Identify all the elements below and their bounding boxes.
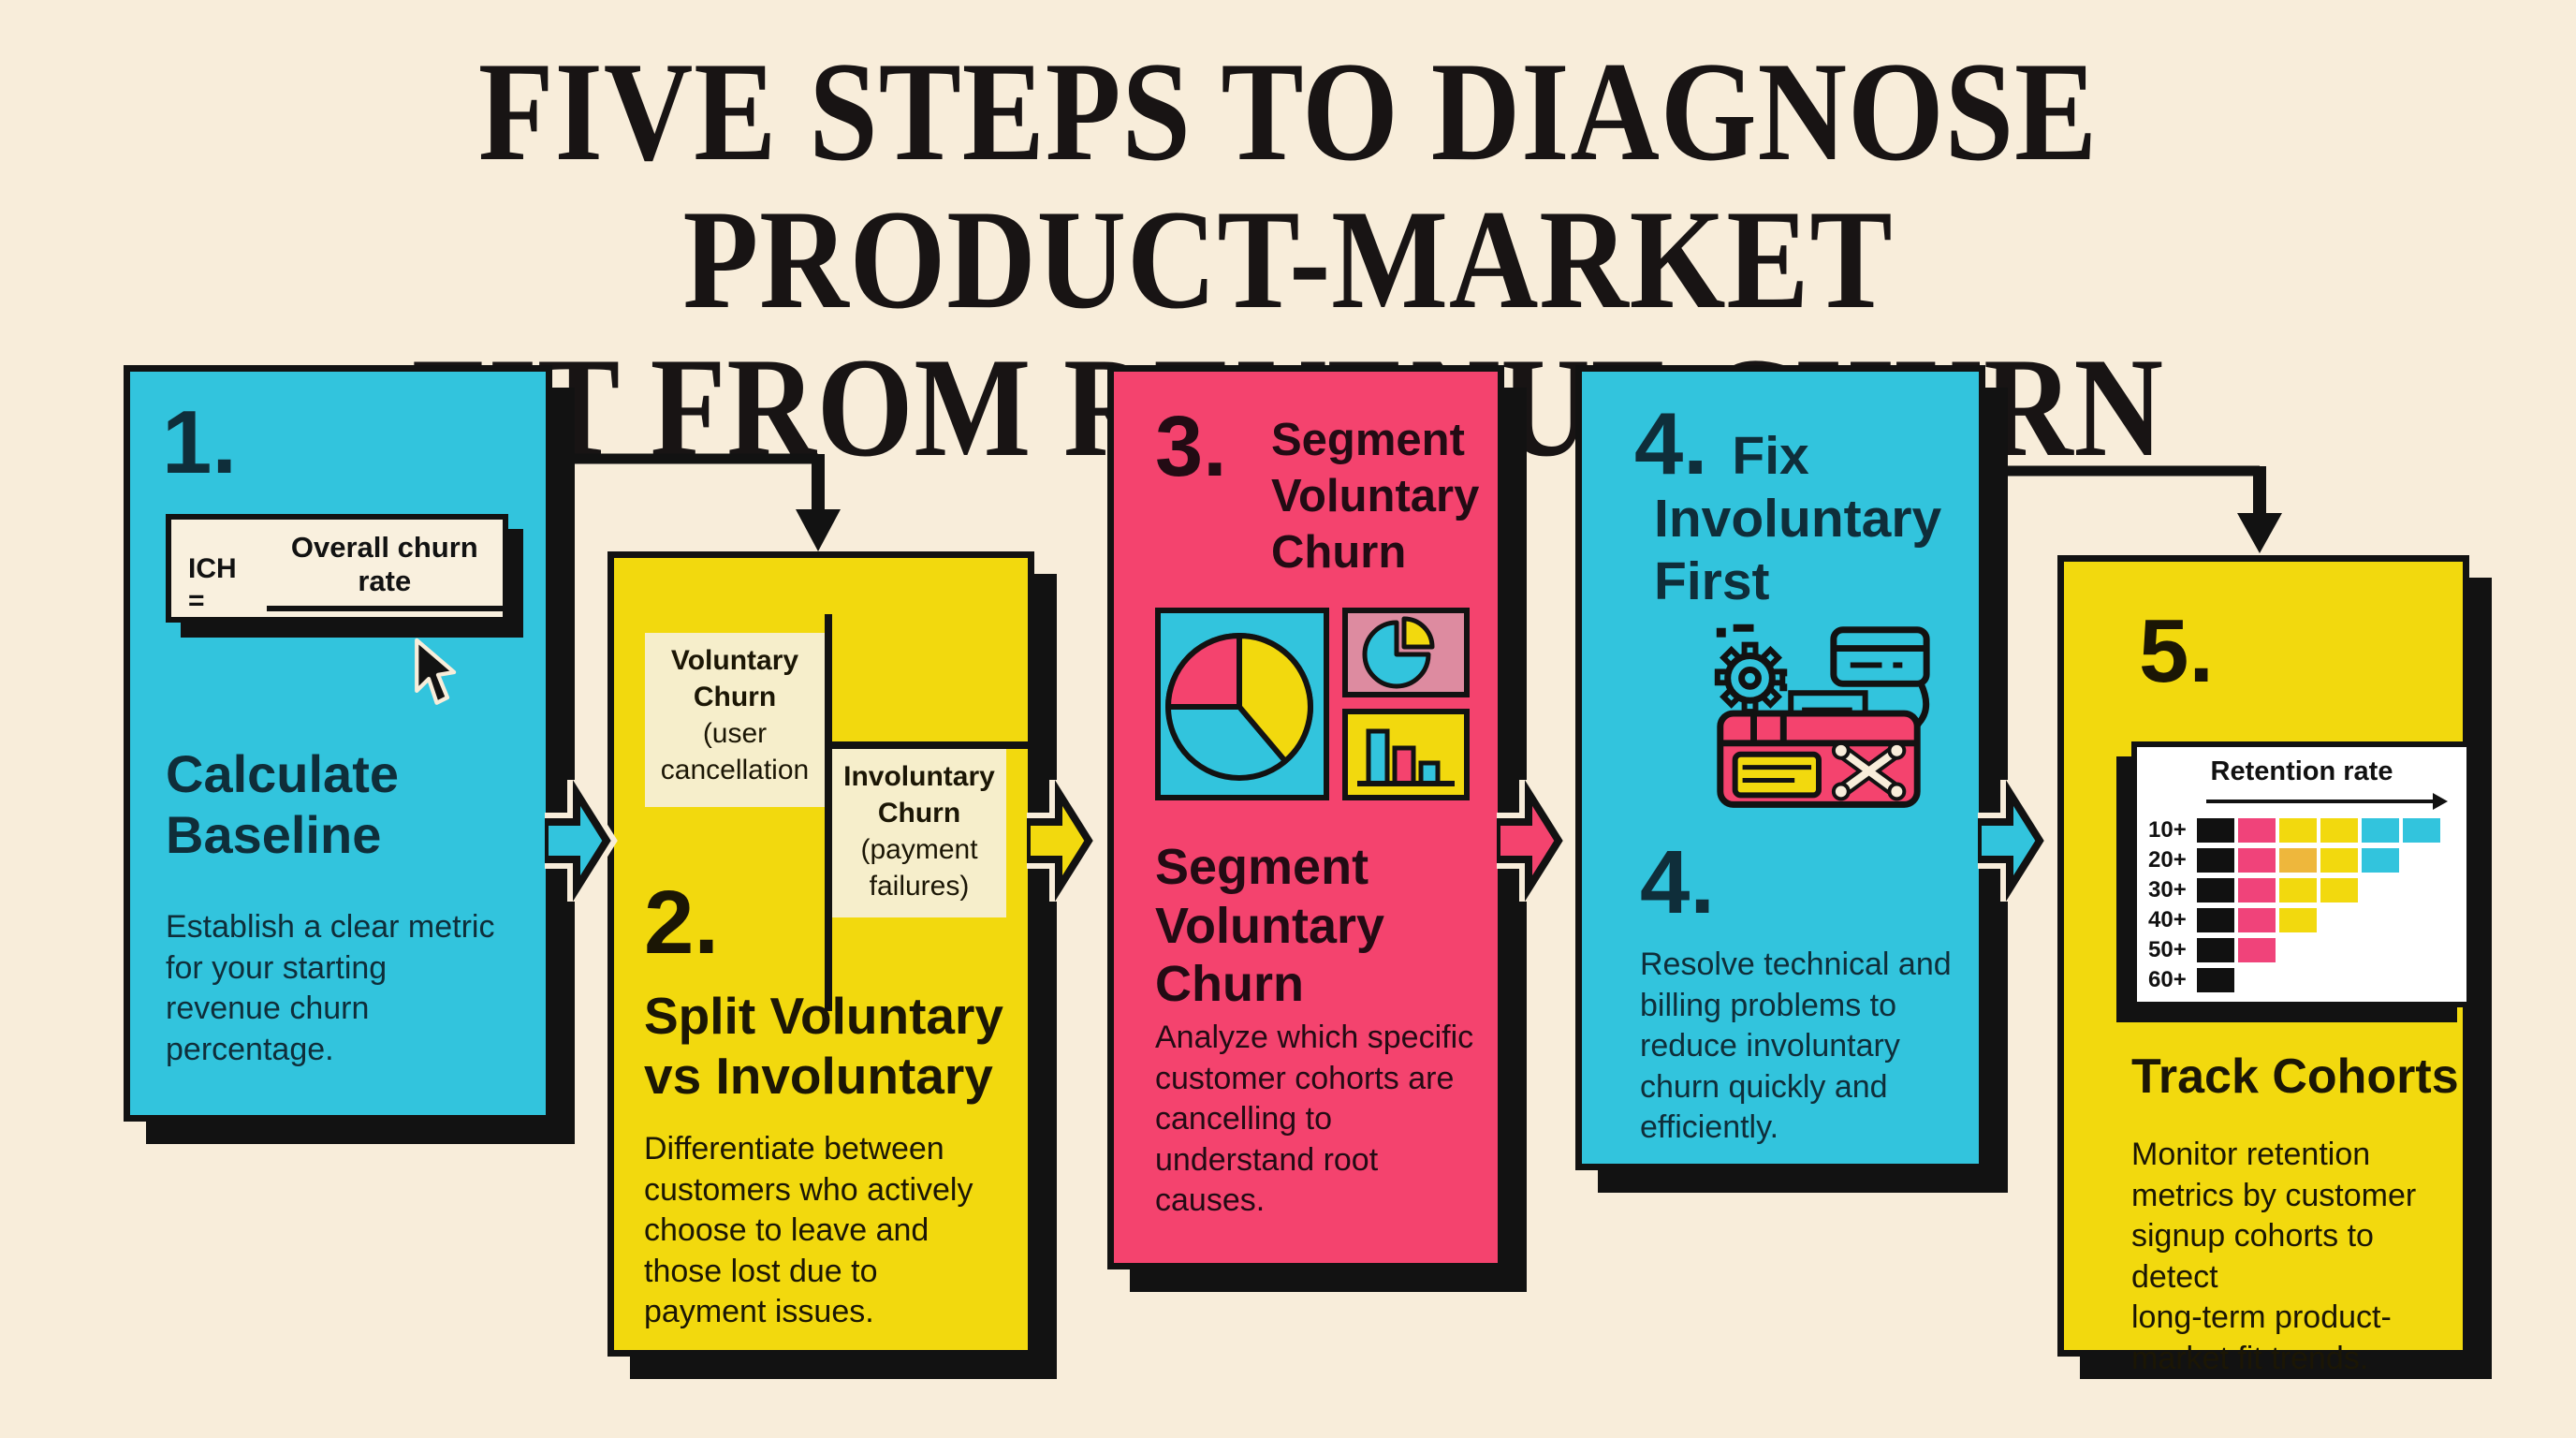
retention-cell-orange (2279, 848, 2317, 873)
step2-number: 2. (644, 873, 720, 973)
retention-row-label: 40+ (2148, 907, 2187, 932)
flow-arrow-right-icon-step4 (1978, 780, 2051, 902)
retention-row-cells (2197, 848, 2399, 873)
retention-cell-yellow (2320, 848, 2358, 873)
retention-row: 50+ (2148, 937, 2455, 963)
churn-formula-box: ICH = Overall churn rate (166, 514, 508, 623)
connector-elbow-step1-step2 (546, 453, 841, 551)
retention-row-label: 50+ (2148, 937, 2187, 962)
retention-cell-yellow (2279, 818, 2317, 843)
voluntary-churn-label-box: Voluntary Churn (user cancellation (645, 633, 825, 807)
step1-heading: Calculate Baseline (166, 744, 399, 864)
retention-row: 30+ (2148, 877, 2455, 903)
retention-cell-black (2197, 968, 2234, 992)
step3-number: 3. (1155, 399, 1227, 494)
retention-cell-yellow (2279, 908, 2317, 932)
toolbox-icon (1714, 624, 1930, 808)
step3-heading: Segment Voluntary Churn (1155, 839, 1385, 1013)
retention-chart: Retention rate 10+ 20+ 30+ 40+ 50+ 60+ (2131, 741, 2472, 1007)
retention-cell-pink (2238, 878, 2276, 902)
arrow-down-icon (2237, 513, 2282, 553)
retention-cell-pink (2238, 938, 2276, 962)
step4-heading-line2: Involuntary (1654, 489, 1942, 549)
step4-number: 4. (1634, 394, 1708, 492)
step1-body: Establish a clear metric for your starti… (166, 909, 495, 1067)
retention-row: 40+ (2148, 907, 2455, 933)
voluntary-churn-subtitle: (user cancellation (660, 718, 810, 785)
retention-cell-pink (2238, 848, 2276, 873)
formula-denominator (267, 611, 503, 638)
retention-row-cells (2197, 908, 2317, 932)
bar-chart-icon (1342, 709, 1470, 800)
step4-heading-word1: Fix (1732, 426, 1809, 486)
retention-row: 20+ (2148, 847, 2455, 873)
retention-cell-pink (2238, 818, 2276, 843)
retention-row-cells (2197, 938, 2276, 962)
retention-rows: 10+ 20+ 30+ 40+ 50+ 60+ (2148, 817, 2455, 993)
retention-row-label: 10+ (2148, 817, 2187, 843)
flow-arrow-right-icon-step3 (1497, 780, 1570, 902)
retention-cell-black (2197, 938, 2234, 962)
involuntary-churn-subtitle: (payment failures) (860, 834, 978, 902)
involuntary-churn-label-box: Involuntary Churn (payment failures) (832, 749, 1006, 917)
retention-cell-black (2197, 878, 2234, 902)
involuntary-churn-title: Involuntary Churn (843, 761, 995, 829)
step4-heading-line3: First (1654, 551, 1770, 612)
retention-chart-title: Retention rate (2210, 756, 2393, 786)
retention-row-cells (2197, 818, 2440, 843)
retention-cell-cyan (2362, 818, 2399, 843)
retention-cell-black (2197, 848, 2234, 873)
retention-row: 60+ (2148, 967, 2455, 993)
step4-header: 4. Fix Involuntary First (1634, 400, 1941, 614)
formula-lhs: ICH = (188, 553, 237, 616)
voluntary-churn-title: Voluntary Churn (670, 645, 799, 712)
divider-horizontal-line (825, 741, 1036, 749)
arrow-down-icon (796, 509, 841, 551)
step4-card: 4. Fix Involuntary First (1575, 365, 1985, 1170)
step2-card: Voluntary Churn (user cancellation Invol… (607, 551, 1036, 1357)
retention-cell-pink (2238, 908, 2276, 932)
formula-numerator: Overall churn rate (266, 531, 503, 611)
step5-card: 5. Retention rate 10+ 20+ 30+ 40+ 50+ 60+ Tra… (2057, 555, 2472, 1376)
retention-axis-arrow-icon (2206, 793, 2448, 810)
divider-vertical-line (825, 614, 832, 1011)
retention-cell-cyan (2362, 848, 2399, 873)
pie-chart-icon (1155, 608, 1329, 800)
formula-fraction: Overall churn rate (266, 531, 503, 638)
step3-body: Analyze which specific customer cohorts … (1155, 1020, 1474, 1219)
cursor-icon (415, 638, 457, 705)
step1-number: 1. (162, 392, 238, 492)
retention-cell-yellow (2279, 878, 2317, 902)
flow-arrow-right-icon-step2 (1027, 780, 1100, 902)
step3-card: 3. Segment Voluntary Churn Segment Vo (1107, 365, 1504, 1269)
flow-arrow-right-icon-step1 (545, 780, 618, 902)
retention-cell-yellow (2320, 878, 2358, 902)
step3-top-heading: Segment Voluntary Churn (1271, 415, 1480, 578)
retention-row-cells (2197, 878, 2358, 902)
step4-number-repeat: 4. (1640, 832, 1716, 932)
page-title-line1: FIVE STEPS TO DIAGNOSE PRODUCT-MARKET (477, 33, 2099, 339)
step1-card: 1. ICH = Overall churn rate Calculate Ba… (124, 365, 552, 1122)
connector-elbow-step4-step5 (1981, 465, 2282, 553)
retention-row: 10+ (2148, 817, 2455, 844)
step2-heading: Split Voluntary vs Involuntary (644, 987, 1004, 1105)
step5-heading: Track Cohorts (2131, 1049, 2459, 1104)
retention-cell-cyan (2403, 818, 2440, 843)
retention-row-cells (2197, 968, 2234, 992)
step5-number: 5. (2139, 601, 2215, 701)
retention-row-label: 20+ (2148, 847, 2187, 873)
retention-cell-yellow (2320, 818, 2358, 843)
step4-body: Resolve technical and billing problems t… (1640, 946, 1952, 1146)
step5-body: Monitor retention metrics by customer si… (2131, 1137, 2417, 1376)
retention-row-label: 60+ (2148, 967, 2187, 992)
retention-cell-black (2197, 908, 2234, 932)
small-pie-chart-icon (1342, 608, 1470, 697)
retention-row-label: 30+ (2148, 877, 2187, 902)
step2-body: Differentiate between customers who acti… (644, 1131, 973, 1330)
retention-cell-black (2197, 818, 2234, 843)
